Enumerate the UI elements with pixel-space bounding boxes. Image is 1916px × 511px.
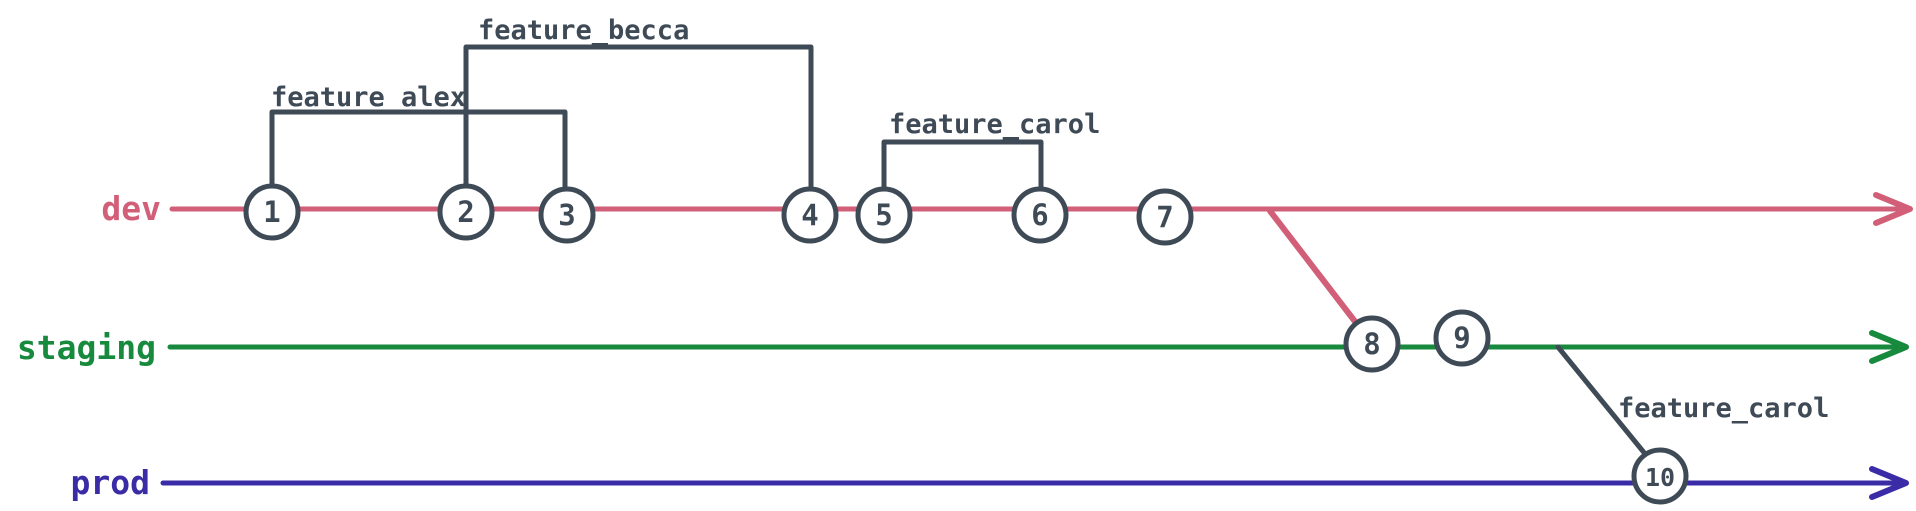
commit-node-3 <box>538 186 596 244</box>
commit-number-5: 5 <box>875 198 892 232</box>
commit-node-8 <box>1343 315 1401 373</box>
feature-label-feature-alex: feature_alex <box>271 82 466 113</box>
commit-node-7 <box>1136 188 1194 246</box>
commit-number-6: 6 <box>1031 198 1048 232</box>
commit-node-4 <box>781 186 839 244</box>
commit-number-3: 3 <box>558 198 575 232</box>
commit-node-1 <box>243 183 301 241</box>
branch-label-dev: dev <box>101 189 161 228</box>
commit-number-2: 2 <box>457 195 474 229</box>
connector-staging-to-prod-merge <box>1555 344 1649 458</box>
commit-number-9: 9 <box>1453 321 1470 355</box>
feature-bracket-feature-alex <box>269 109 568 191</box>
branch-arrow-icon-prod <box>1869 466 1909 500</box>
branch-label-prod: prod <box>71 463 150 502</box>
commit-node-5 <box>855 186 913 244</box>
commit-number-7: 7 <box>1156 200 1173 234</box>
branch-arrow-icon-staging <box>1869 330 1909 364</box>
commit-number-1: 1 <box>263 195 280 229</box>
connector-dev-to-staging-merge <box>1267 208 1363 331</box>
commit-number-4: 4 <box>801 198 818 232</box>
feature-bracket-feature-carol <box>881 139 1044 196</box>
commit-node-10 <box>1631 447 1689 505</box>
branch-arrow-icon-dev <box>1873 192 1913 226</box>
connector-label-staging-to-prod-merge: feature_carol <box>1618 393 1829 424</box>
commit-number-8: 8 <box>1363 327 1380 361</box>
commit-node-2 <box>437 183 495 241</box>
feature-bracket-feature-becca <box>463 44 814 193</box>
commit-node-9 <box>1433 309 1491 367</box>
branch-label-staging: staging <box>17 328 156 367</box>
feature-label-feature-carol: feature_carol <box>889 109 1100 140</box>
commit-node-6 <box>1011 186 1069 244</box>
commit-number-10: 10 <box>1645 463 1675 492</box>
feature-label-feature-becca: feature_becca <box>478 15 689 46</box>
